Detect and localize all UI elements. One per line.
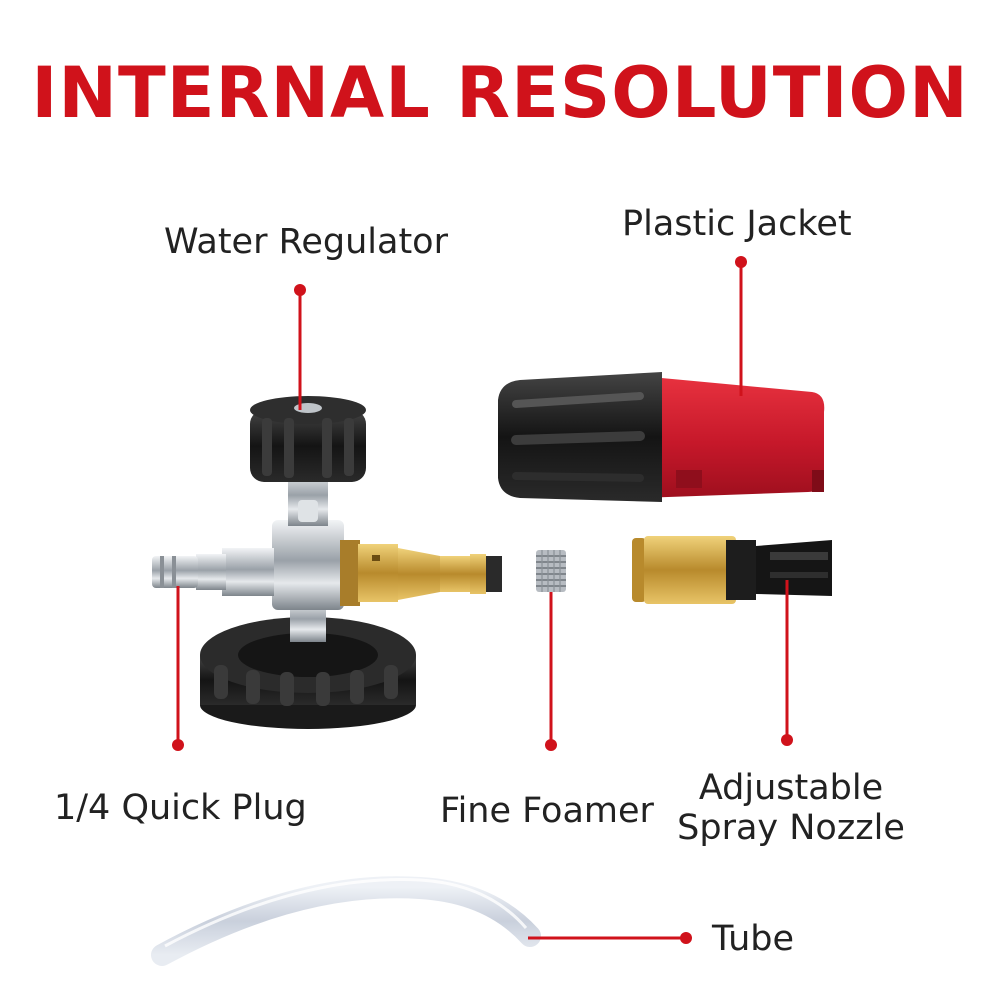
callout-spray-nozzle bbox=[781, 580, 793, 746]
callout-plastic-jacket bbox=[735, 256, 747, 396]
label-plastic-jacket: Plastic Jacket bbox=[622, 204, 852, 244]
label-tube: Tube bbox=[712, 919, 794, 959]
spray-nozzle-part bbox=[632, 536, 832, 604]
foam-cannon-body bbox=[152, 396, 502, 729]
label-water-regulator: Water Regulator bbox=[164, 222, 448, 262]
tube-part bbox=[151, 876, 541, 966]
label-quick-plug: 1/4 Quick Plug bbox=[54, 788, 307, 828]
page-title: INTERNAL RESOLUTION bbox=[31, 52, 969, 134]
callout-quick-plug bbox=[172, 586, 184, 751]
quick-plug bbox=[152, 548, 274, 596]
callout-fine-foamer bbox=[545, 592, 557, 751]
label-fine-foamer: Fine Foamer bbox=[440, 791, 654, 831]
callout-water-regulator bbox=[294, 284, 306, 410]
label-spray-nozzle: Adjustable Spray Nozzle bbox=[676, 768, 906, 849]
brass-outlet bbox=[340, 540, 502, 606]
label-spray-nozzle-line2: Spray Nozzle bbox=[677, 808, 905, 849]
plastic-jacket-part bbox=[498, 372, 825, 502]
water-regulator-knob bbox=[250, 396, 366, 482]
callout-tube bbox=[528, 932, 692, 944]
bottle-cap bbox=[200, 617, 416, 729]
fine-foamer bbox=[536, 550, 566, 592]
label-spray-nozzle-line1: Adjustable bbox=[698, 768, 884, 808]
